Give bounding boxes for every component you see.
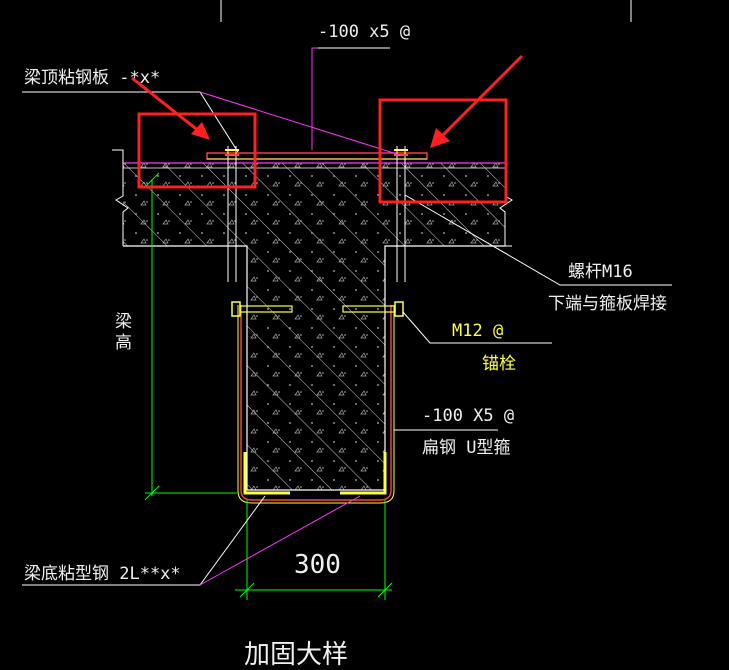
angle-steel-left [243,452,290,495]
flat-steel-desc-label: 扁钢 U型箍 [422,438,511,458]
bottom-caption: 加固大样 [244,640,349,670]
bottom-angle-label: 梁底粘型钢 2L**x* [24,564,181,584]
width-dimension [235,500,393,600]
leader-lines [22,47,672,586]
break-line-left [112,149,129,246]
angle-steel-right [340,452,387,495]
anchor-label: M12 @ [452,321,504,341]
arrow-right [430,54,524,148]
anchor-sub-label: 锚栓 [482,354,516,374]
arrow-left [131,76,210,140]
anchor-bolt-left [231,301,293,317]
highlight-box-right [378,98,508,204]
width-dimension-label: 300 [294,550,341,580]
beam-height-dimension [144,172,237,501]
highlight-box-left [137,112,257,189]
anchor-bolt-right [342,301,404,317]
beam-top-plate-label: 梁顶粘钢板 -*x* [24,68,161,88]
top-plate-spec-label: -100 x5 @ [318,22,411,42]
screw-rod-label: 螺杆M16 [568,262,633,282]
screw-weld-label: 下端与箍板焊接 [548,294,667,314]
flat-steel-spec-label: -100 X5 @ [422,406,515,426]
beam-height-label: 梁高 [111,312,131,354]
screw-rod-right [394,146,408,282]
u-hoop [240,305,392,501]
